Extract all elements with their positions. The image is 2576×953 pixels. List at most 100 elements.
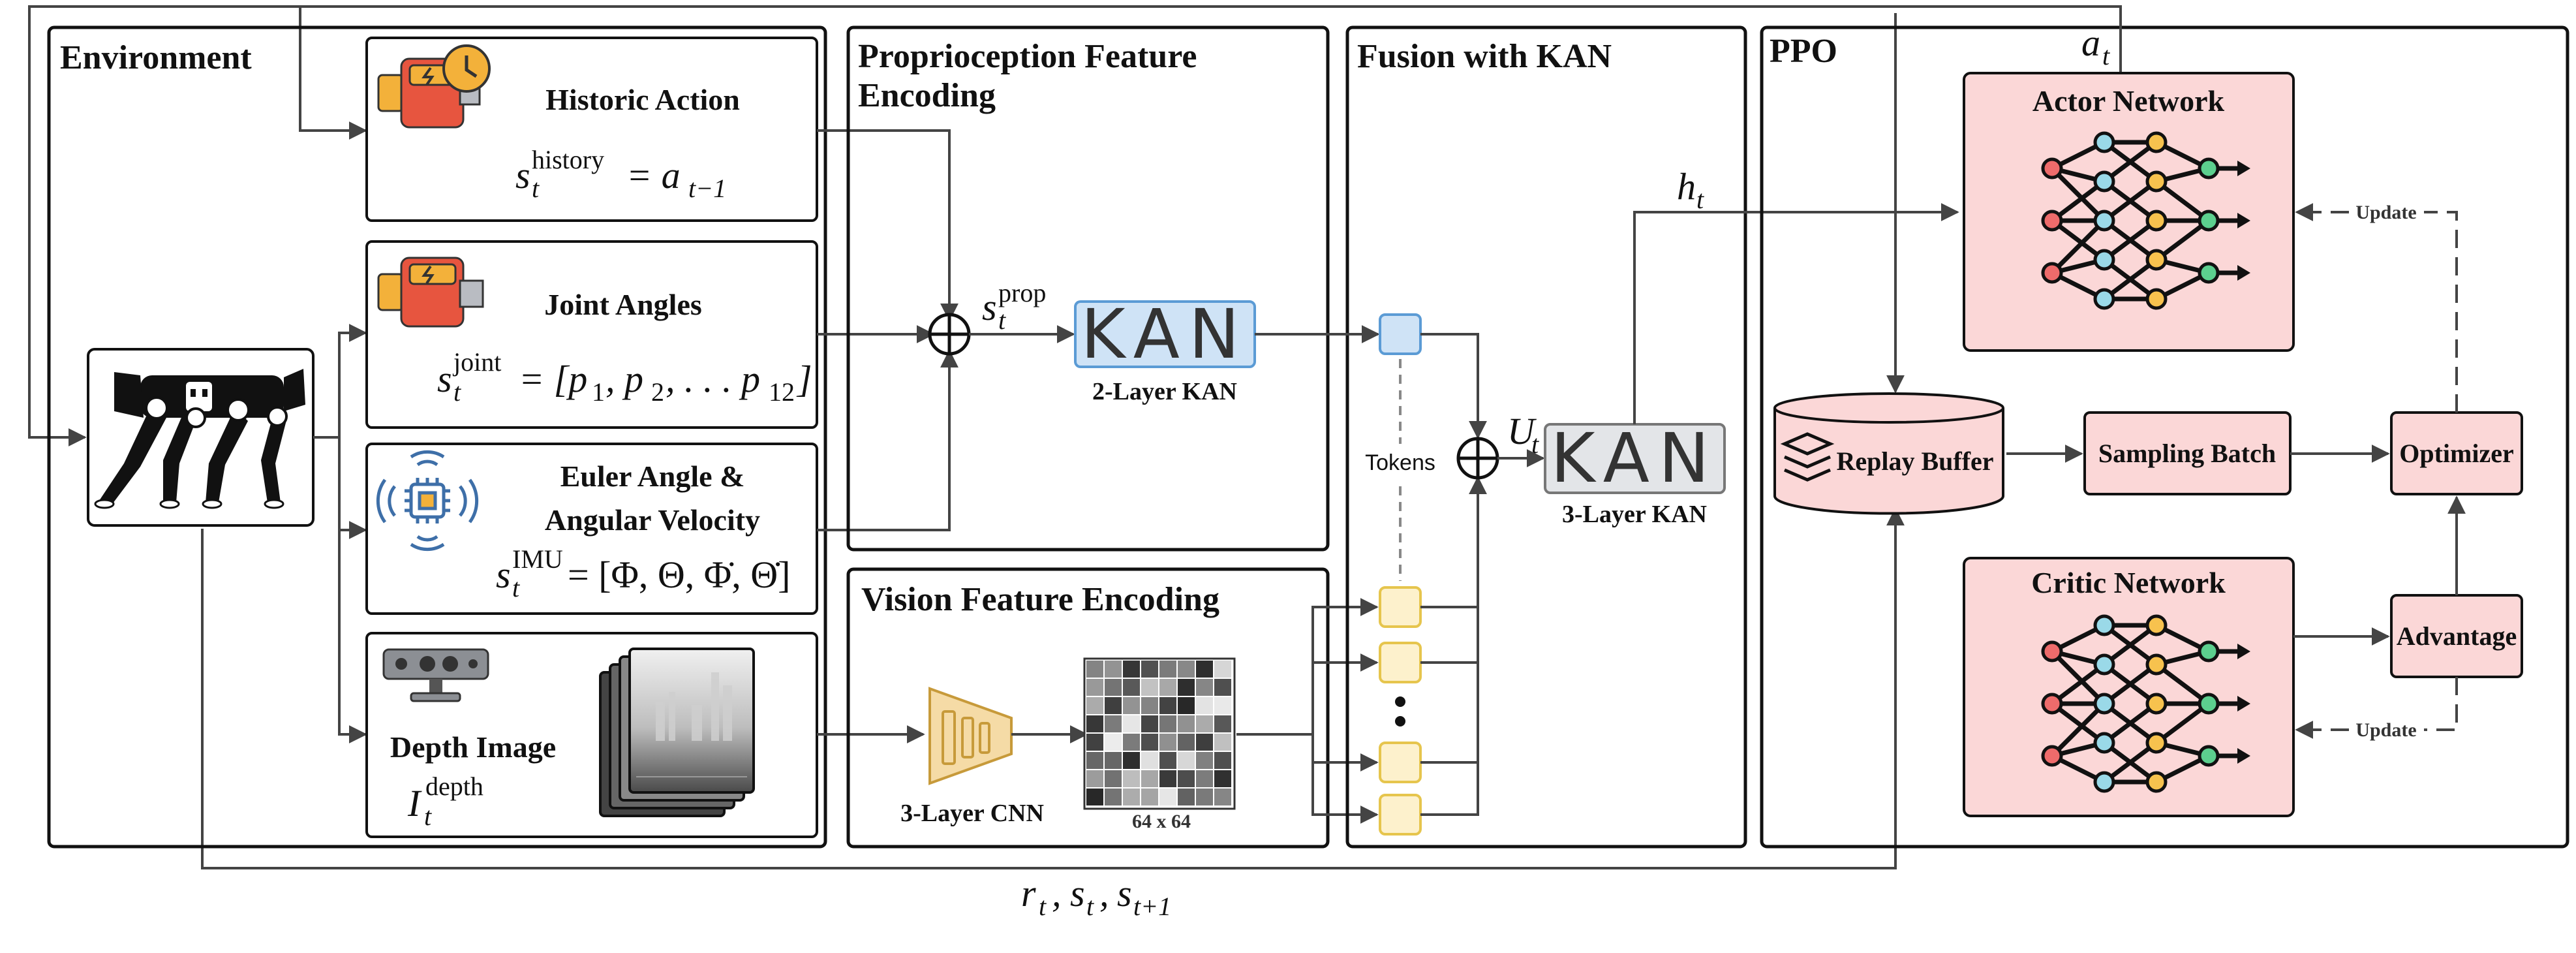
svg-text:s: s [437,358,452,400]
svg-text:t−1: t−1 [688,174,726,203]
feature-map-grid [1083,657,1236,810]
feature-map-cell [1178,789,1195,805]
feature-map-cell [1214,770,1231,787]
feature-map-cell [1196,661,1213,678]
feature-map-cell [1105,734,1122,751]
feature-map-cell [1214,715,1231,732]
feature-map-cell [1105,679,1122,696]
svg-text:r: r [1021,872,1036,914]
depth-image-stack [599,648,755,817]
vision-title: Vision Feature Encoding [861,581,1219,618]
cnn-label: 3-Layer CNN [900,800,1044,827]
historic-action-title: Historic Action [545,83,740,116]
svg-text:t: t [1531,430,1539,459]
feature-map-cell [1178,661,1195,678]
feature-map-cell [1123,734,1140,751]
a-t-label: a t [2081,22,2110,70]
feature-map-cell [1159,697,1176,714]
proprioception-box [846,25,1330,552]
svg-text:I: I [407,782,422,824]
imu-title-line1: Euler Angle & [560,460,745,493]
kan-3-layer-label: 3-Layer KAN [1562,501,1707,528]
ppo-connectors [2006,203,2466,739]
svg-text:s: s [1070,872,1085,914]
feature-map-cell [1159,734,1176,751]
feature-map-cell [1086,661,1103,678]
card-connectors [817,129,958,743]
svg-text:= [Φ, Θ, Φ̇, Θ̇]: = [Φ, Θ, Φ̇, Θ̇] [568,554,790,596]
svg-text:h: h [1677,165,1696,208]
svg-text:t: t [1039,892,1047,921]
svg-text:s: s [982,286,997,328]
kan-2-layer-label: 2-Layer KAN [1092,378,1237,405]
svg-text:t: t [2102,41,2110,70]
environment-box [47,25,827,849]
prop-token [1379,313,1422,355]
loop-connectors [28,5,2122,869]
feature-map-cell [1196,697,1213,714]
tokens-to-sum-lines [1420,333,1487,816]
svg-text:]: ] [796,358,812,400]
feature-map-cell [1086,752,1103,769]
feature-map-cell [1105,715,1122,732]
feature-map-cell [1214,734,1231,751]
motor-icon [377,257,484,328]
feature-map-cell [1214,661,1231,678]
feature-map-cell [1141,789,1158,805]
imu-title-line2: Angular Velocity [545,503,760,537]
feature-map-cell [1086,697,1103,714]
feature-map-cell [1141,734,1158,751]
feature-map-cell [1105,752,1122,769]
fusion-title: Fusion with KAN [1357,38,1612,75]
feature-map-cell [1178,734,1195,751]
svg-text:IMU: IMU [512,544,563,574]
feature-map-cell [1196,752,1213,769]
svg-text:,: , [1052,872,1062,914]
feature-map-cell [1141,770,1158,787]
svg-text:s: s [515,154,530,196]
actor-network-title: Actor Network [2032,84,2225,117]
feature-map-cell [1159,661,1176,678]
u-t-label: U t [1507,410,1539,459]
svg-text:t: t [532,174,540,203]
imu-formula: s t IMU = [Φ, Θ, Φ̇, Θ̇] [496,544,790,602]
concat-plus-icon [928,313,971,356]
grid-to-token-lines [1236,598,1379,824]
svg-text:2: 2 [651,377,664,407]
svg-text:t: t [453,377,461,407]
grid-size-label: 64 x 64 [1132,811,1191,832]
cnn-trapezoid-icon [928,687,1013,785]
feature-map-cell [1086,789,1103,805]
depth-camera-icon [382,648,489,702]
vision-token-1 [1379,586,1422,628]
feature-map-cell [1086,679,1103,696]
feature-map-cell [1214,679,1231,696]
svg-text:= [p: = [p [519,358,587,400]
feature-map-cell [1196,770,1213,787]
update-label-top: Update [2355,202,2416,223]
svg-text:, . . . p: , . . . p [666,358,760,400]
feature-map-cell [1178,752,1195,769]
svg-text:a: a [2081,22,2100,64]
h-t-label: h t [1677,165,1704,214]
depth-image-title: Depth Image [390,730,556,764]
svg-text:t: t [424,802,432,831]
feature-map-cell [1141,679,1158,696]
svg-text:depth: depth [425,772,483,801]
feature-map-cell [1123,789,1140,805]
depth-image-formula: I t depth [407,772,483,831]
svg-text:= a: = a [626,154,681,196]
feature-map-cell [1105,770,1122,787]
feature-map-cell [1105,661,1122,678]
kan-2-layer-text: KAN [1081,294,1248,374]
imu-chip-icon [376,450,479,552]
svg-text:s: s [1117,872,1132,914]
svg-text:t+1: t+1 [1133,892,1171,921]
vision-token-2 [1379,642,1422,683]
ppo-box [1760,25,2569,849]
feature-map-cell [1123,715,1140,732]
proprioception-title-line1: Proprioception Feature [858,38,1197,75]
robot-branches [313,324,367,743]
feature-map-cell [1123,770,1140,787]
svg-text:12: 12 [769,377,795,407]
